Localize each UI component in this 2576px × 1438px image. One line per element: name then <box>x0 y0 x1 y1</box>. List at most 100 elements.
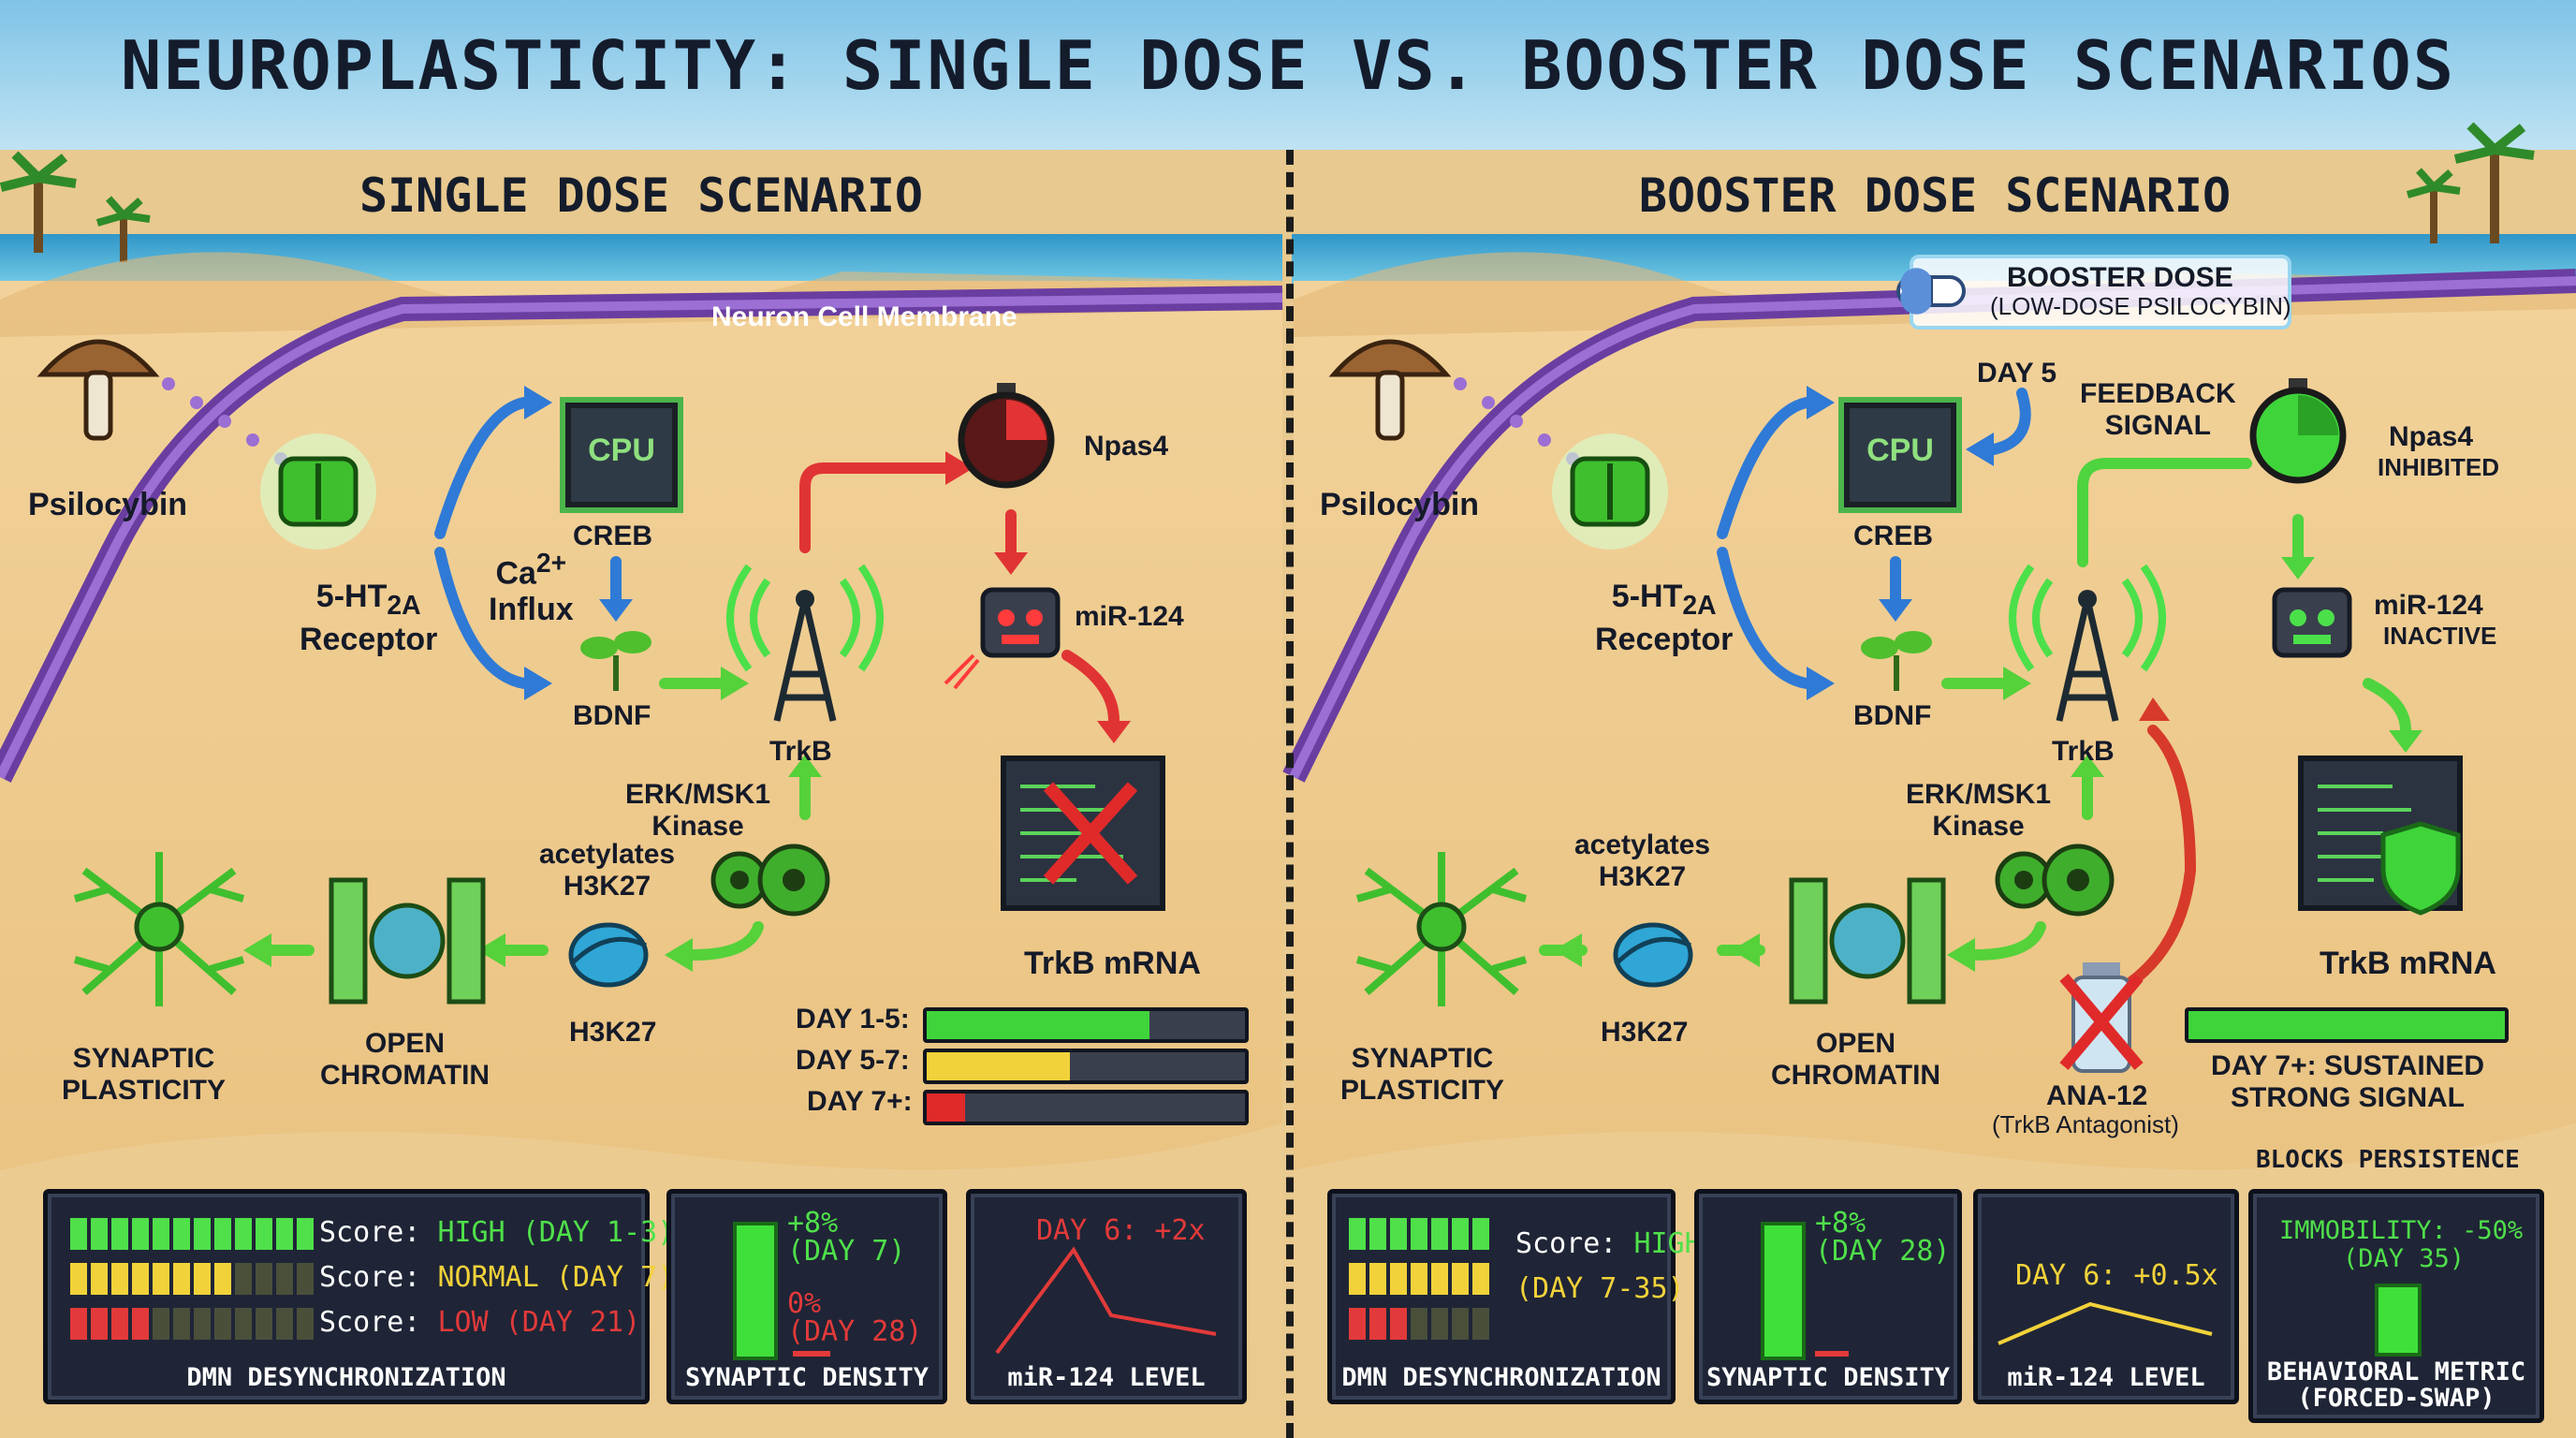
timeline-label: DAY 5-7: <box>796 1045 910 1076</box>
score-bar-segment <box>1411 1308 1427 1340</box>
score-bar-segments <box>70 1308 314 1340</box>
score-bar-segment <box>91 1263 108 1295</box>
feedback-signal-label: FEEDBACK SIGNAL <box>2080 378 2236 442</box>
timeline-fill <box>927 1052 1070 1080</box>
influx-text: Influx <box>489 592 574 628</box>
cpu-icon: CPU <box>1844 403 1956 507</box>
acetylates-label: acetylates H3K27 <box>1574 829 1710 893</box>
stopwatch-icon <box>958 383 1055 489</box>
page-title: NEUROPLASTICITY: SINGLE DOSE VS. BOOSTER… <box>120 26 2456 105</box>
vial-icon <box>2059 962 2144 1073</box>
synaptic-end-day: (DAY 28) <box>787 1315 923 1348</box>
npas4-label: Npas4 <box>1084 431 1169 462</box>
sustained-line-2: STRONG SIGNAL <box>2231 1082 2466 1113</box>
score-bar-segment <box>256 1218 272 1250</box>
kinase-word: Kinase <box>651 811 744 842</box>
receptor-subtype: 2A <box>1682 590 1717 621</box>
dmn-caption: DMN DESYNCHRONIZATION <box>1341 1363 1661 1392</box>
score-bar-segment <box>297 1218 314 1250</box>
palm-tree-icon <box>2406 122 2535 243</box>
mir-line-chart <box>1998 1301 2213 1345</box>
score-value: NORMAL (DAY 7) <box>437 1261 675 1294</box>
score-bar-segment <box>1452 1263 1469 1295</box>
pill-icon <box>1896 268 1966 315</box>
mir-caption: miR-124 LEVEL <box>2007 1363 2205 1392</box>
score-bar-segment <box>132 1218 149 1250</box>
neuron-icon <box>73 852 245 1006</box>
synaptic-peak-value: +8% <box>1815 1207 1866 1240</box>
cpu-text: CPU <box>1866 433 1934 468</box>
score-bar-segment <box>1349 1308 1366 1340</box>
receptor-subtype: 2A <box>387 590 421 621</box>
behavior-caption-detail: (FORCED-SWAP) <box>2297 1384 2496 1413</box>
receptor-icon <box>1552 433 1668 550</box>
score-bar-segment <box>153 1263 169 1295</box>
synaptic-word: SYNAPTIC <box>72 1043 215 1074</box>
score-bar-segment <box>194 1263 211 1295</box>
ana12-label: ANA-12 <box>2046 1080 2148 1111</box>
receptor-label: 5-HT2A Receptor <box>300 579 437 658</box>
timeline-fill <box>927 1011 1149 1039</box>
timeline-fill <box>927 1093 965 1122</box>
h3k27-label: H3K27 <box>569 1017 657 1048</box>
bdnf-label: BDNF <box>573 700 651 731</box>
synaptic-peak-value: +8% <box>787 1207 839 1240</box>
receptor-name: 5-HT <box>1611 579 1683 614</box>
score-bar-segment <box>70 1308 87 1340</box>
psilocybin-label: Psilocybin <box>1320 487 1480 522</box>
synaptic-word: SYNAPTIC <box>1351 1043 1494 1074</box>
booster-dose-heading: BOOSTER DOSE SCENARIO <box>1638 169 2232 223</box>
psilocybin-label: Psilocybin <box>28 487 188 522</box>
cpu-text: CPU <box>588 433 655 468</box>
robot-icon <box>944 587 1061 690</box>
mir124-label: miR-124 <box>2374 590 2483 621</box>
antenna-tower-icon <box>2009 564 2166 722</box>
timeline-label: DAY 1-5: <box>796 1004 910 1034</box>
score-bar-segment <box>297 1263 314 1295</box>
score-bar-segment <box>1349 1218 1366 1250</box>
score-bar-segment <box>1431 1218 1448 1250</box>
score-bar-segment <box>256 1263 272 1295</box>
arrow-heads-left <box>243 386 1131 972</box>
chromatin-icon <box>1789 877 1946 1005</box>
arrow-heads-right <box>1554 386 2422 972</box>
synaptic-panel-booster: +8% (DAY 28) SYNAPTIC DENSITY <box>1694 1189 1962 1404</box>
score-text: Score: LOW (DAY 21) <box>319 1306 640 1339</box>
score-bar-segment <box>235 1308 252 1340</box>
score-prefix: Score: <box>319 1261 438 1294</box>
synaptic-peak-day: (DAY 28) <box>1815 1235 1951 1268</box>
mir124-label: miR-124 <box>1075 601 1184 632</box>
creb-label: CREB <box>1853 521 1934 551</box>
ana12-description: (TrkB Antagonist) <box>1992 1110 2179 1138</box>
h3k27-label: H3K27 <box>1601 1017 1689 1048</box>
score-prefix: Score: <box>319 1216 438 1249</box>
erk-name: ERK/MSK1 <box>1906 779 2052 810</box>
score-bar-segment <box>297 1308 314 1340</box>
nucleosome-icon <box>568 922 649 988</box>
score-bar-segment <box>1411 1263 1427 1295</box>
acetylates-word: acetylates <box>539 839 676 870</box>
score-bar-segment <box>1369 1308 1386 1340</box>
score-bar-segment <box>1472 1308 1489 1340</box>
score-value: HIGH <box>1633 1227 1702 1260</box>
score-bar-segment <box>1369 1263 1386 1295</box>
sustained-line-1: DAY 7+: SUSTAINED <box>2211 1050 2485 1081</box>
score-bar-segment <box>91 1218 108 1250</box>
score-bar-segment <box>1472 1263 1489 1295</box>
score-bar-segment <box>1472 1218 1489 1250</box>
acetylates-target: H3K27 <box>563 871 651 902</box>
score-bar-segment <box>235 1218 252 1250</box>
score-bar-segment <box>214 1218 231 1250</box>
receptor-word: Receptor <box>300 621 438 657</box>
score-bar-segments <box>70 1263 314 1295</box>
score-bar-segment <box>173 1218 190 1250</box>
score-bar-segment <box>91 1308 108 1340</box>
booster-tag-title: BOOSTER DOSE <box>2007 262 2233 293</box>
scenario-divider <box>1286 150 1294 1438</box>
synaptic-bar <box>733 1222 778 1360</box>
open-chromatin-label: OPEN CHROMATIN <box>1771 1028 1940 1092</box>
day5-label: DAY 5 <box>1977 358 2057 389</box>
dmn-panel-single: Score: HIGH (DAY 1-3)Score: NORMAL (DAY … <box>43 1189 674 1404</box>
sprout-icon <box>580 631 651 691</box>
score-bar-segment <box>1349 1263 1366 1295</box>
